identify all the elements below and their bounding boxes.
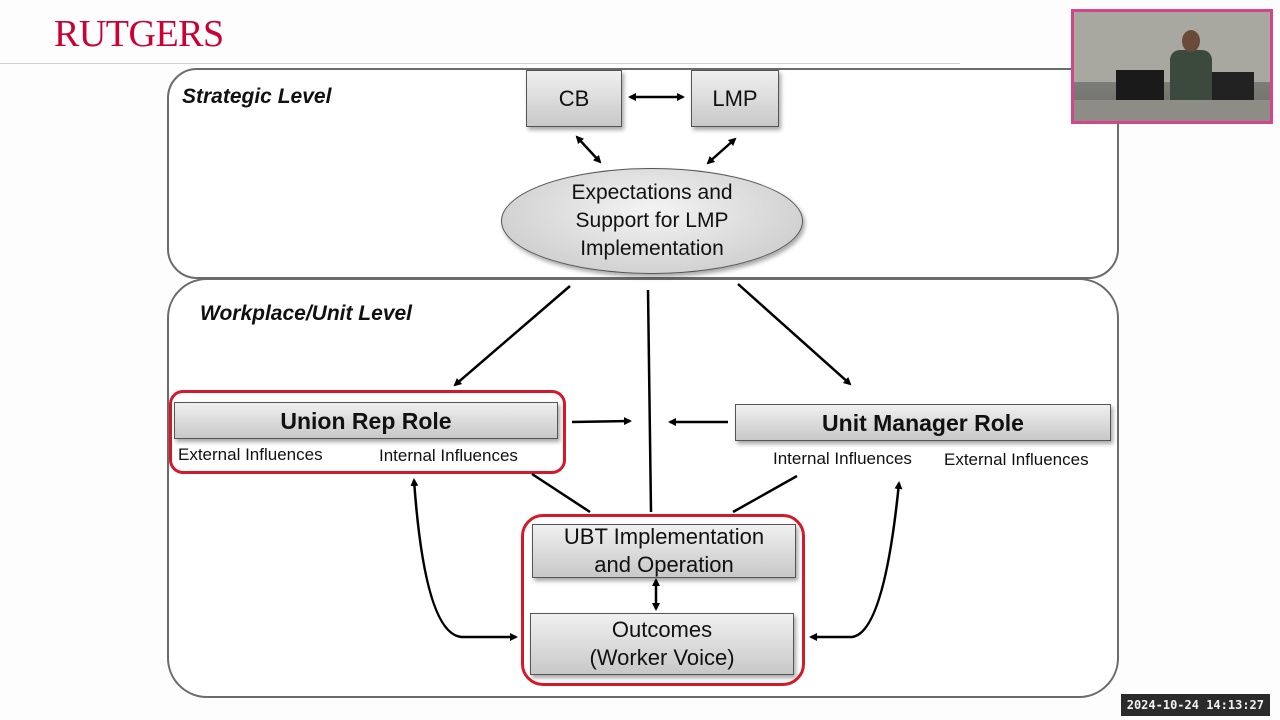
unit-manager-ubt-arrow bbox=[732, 474, 798, 514]
outcomes-union-rep-feedback-arrow bbox=[410, 478, 518, 641]
expectations-union-rep-arrow bbox=[453, 285, 571, 387]
unit-manager-external-influences: External Influences bbox=[944, 450, 1089, 469]
video-desk bbox=[1074, 100, 1270, 121]
union-rep-external-influences: External Influences bbox=[178, 445, 323, 464]
expectations-unit-manager-arrow bbox=[737, 283, 852, 386]
union-rep-role-box: Union Rep Role bbox=[174, 402, 558, 439]
union-rep-highlight bbox=[169, 390, 566, 474]
recording-timestamp: 2024-10-24 14:13:27 bbox=[1120, 694, 1270, 716]
unit-manager-internal-influences: Internal Influences bbox=[773, 449, 912, 468]
lmp-box: LMP bbox=[691, 70, 779, 127]
expectations-ubt-arrow bbox=[646, 289, 653, 513]
video-monitor-left bbox=[1116, 70, 1164, 100]
outcomes-box: Outcomes (Worker Voice) bbox=[530, 613, 794, 675]
lmp-expectations-arrow bbox=[706, 137, 737, 165]
union-rep-ubt-arrow bbox=[531, 472, 591, 514]
cb-box: CB bbox=[526, 70, 622, 127]
strategic-level-title: Strategic Level bbox=[182, 85, 332, 108]
workplace-level-title: Workplace/Unit Level bbox=[200, 302, 413, 325]
presenter-video-thumbnail bbox=[1071, 9, 1273, 124]
ubt-outcomes-highlight bbox=[521, 514, 805, 686]
video-presenter-head bbox=[1182, 30, 1200, 52]
outcomes-unit-manager-feedback-arrow bbox=[809, 481, 903, 641]
header-divider bbox=[0, 63, 960, 64]
union-rep-center-arrow bbox=[571, 417, 632, 426]
unit-manager-role-box: Unit Manager Role bbox=[735, 404, 1111, 441]
expectations-ellipse: Expectations and Support for LMP Impleme… bbox=[501, 168, 803, 274]
union-rep-internal-influences: Internal Influences bbox=[379, 446, 518, 465]
rutgers-logo: RUTGERS bbox=[54, 13, 224, 55]
cb-expectations-arrow bbox=[575, 135, 602, 164]
ubt-implementation-box: UBT Implementation and Operation bbox=[532, 524, 796, 578]
